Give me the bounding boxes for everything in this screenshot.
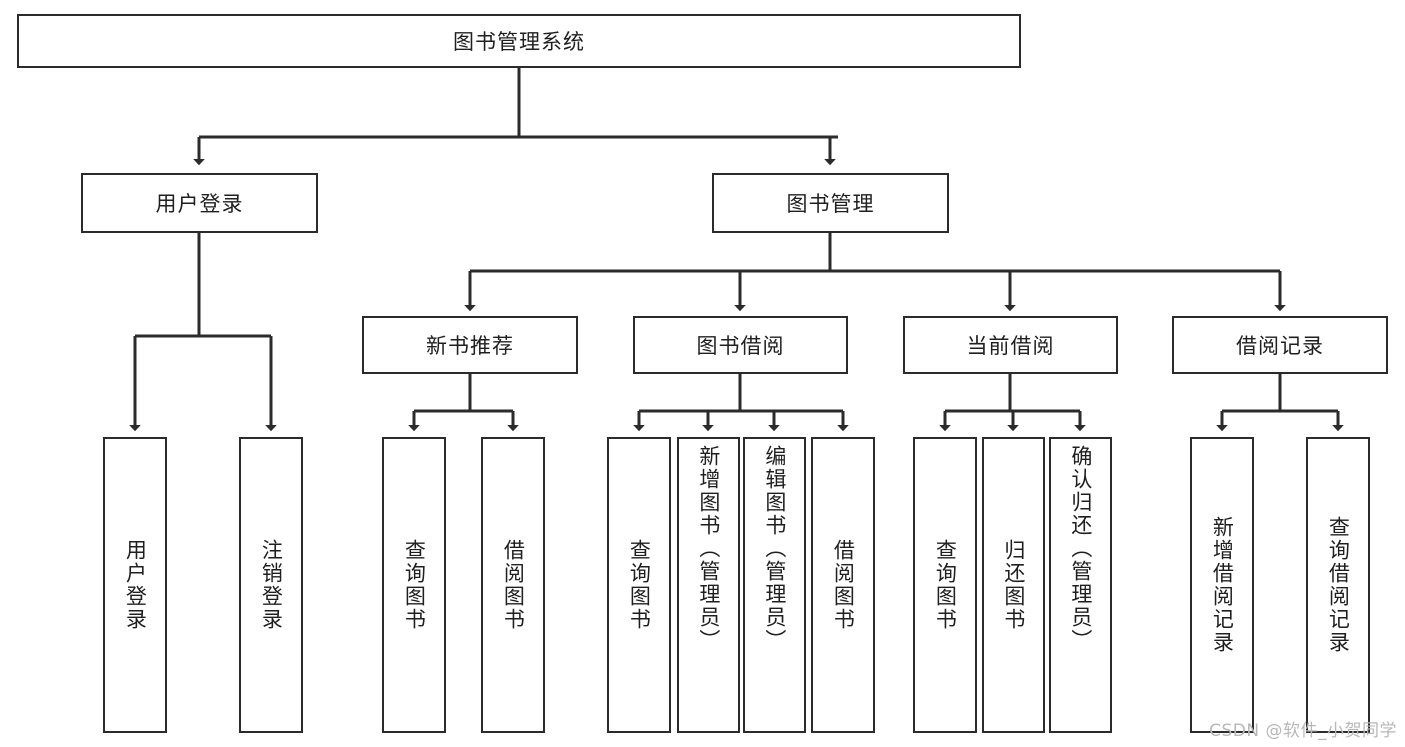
node-current-borrow[interactable]: 当前借阅 bbox=[903, 316, 1118, 374]
node-label: 注销登录 bbox=[259, 539, 284, 631]
leaf-borrow-edit-book-admin[interactable]: 编辑图书（管理员） bbox=[743, 437, 806, 733]
node-label: 查询图书 bbox=[627, 539, 652, 631]
node-label: 新增借阅记录 bbox=[1210, 516, 1235, 654]
node-label: 新书推荐 bbox=[426, 334, 514, 358]
leaf-record-query-borrow-record[interactable]: 查询借阅记录 bbox=[1306, 437, 1370, 733]
node-label: 新增图书（管理员） bbox=[696, 445, 721, 652]
csdn-watermark: CSDN @软件_小贺同学 bbox=[1209, 721, 1397, 741]
node-label: 借阅图书 bbox=[501, 539, 526, 631]
leaf-borrow-add-book-admin[interactable]: 新增图书（管理员） bbox=[677, 437, 740, 733]
leaf-user-login-login[interactable]: 用户登录 bbox=[103, 437, 167, 733]
node-root-book-management-system[interactable]: 图书管理系统 bbox=[17, 14, 1021, 68]
node-user-login[interactable]: 用户登录 bbox=[81, 173, 318, 233]
node-borrow-record[interactable]: 借阅记录 bbox=[1172, 316, 1388, 374]
leaf-user-login-logout[interactable]: 注销登录 bbox=[239, 437, 303, 733]
node-label: 图书借阅 bbox=[696, 334, 785, 358]
node-label: 借阅记录 bbox=[1236, 334, 1324, 358]
node-label: 借阅图书 bbox=[831, 539, 856, 631]
node-label: 查询图书 bbox=[402, 539, 427, 631]
leaf-borrow-borrow-book[interactable]: 借阅图书 bbox=[811, 437, 875, 733]
node-label: 当前借阅 bbox=[966, 334, 1055, 358]
node-label: 图书管理 bbox=[786, 192, 875, 216]
node-book-borrow[interactable]: 图书借阅 bbox=[633, 316, 848, 374]
leaf-current-return-book[interactable]: 归还图书 bbox=[982, 437, 1045, 733]
leaf-new-book-borrow-book[interactable]: 借阅图书 bbox=[481, 437, 545, 733]
node-label: 查询图书 bbox=[933, 539, 958, 631]
leaf-borrow-query-book[interactable]: 查询图书 bbox=[607, 437, 671, 733]
node-label: 用户登录 bbox=[155, 192, 244, 216]
node-label: 确认归还（管理员） bbox=[1068, 445, 1093, 652]
leaf-current-confirm-return-admin[interactable]: 确认归还（管理员） bbox=[1049, 437, 1112, 733]
node-label: 图书管理系统 bbox=[453, 30, 585, 54]
node-label: 查询借阅记录 bbox=[1326, 516, 1351, 654]
node-book-management[interactable]: 图书管理 bbox=[712, 173, 949, 233]
node-label: 编辑图书（管理员） bbox=[762, 445, 787, 652]
leaf-current-query-book[interactable]: 查询图书 bbox=[913, 437, 977, 733]
node-label: 归还图书 bbox=[1001, 539, 1026, 631]
leaf-new-book-query-book[interactable]: 查询图书 bbox=[382, 437, 446, 733]
node-new-book-recommend[interactable]: 新书推荐 bbox=[362, 316, 578, 374]
node-label: 用户登录 bbox=[123, 539, 148, 631]
leaf-record-add-borrow-record[interactable]: 新增借阅记录 bbox=[1190, 437, 1254, 733]
